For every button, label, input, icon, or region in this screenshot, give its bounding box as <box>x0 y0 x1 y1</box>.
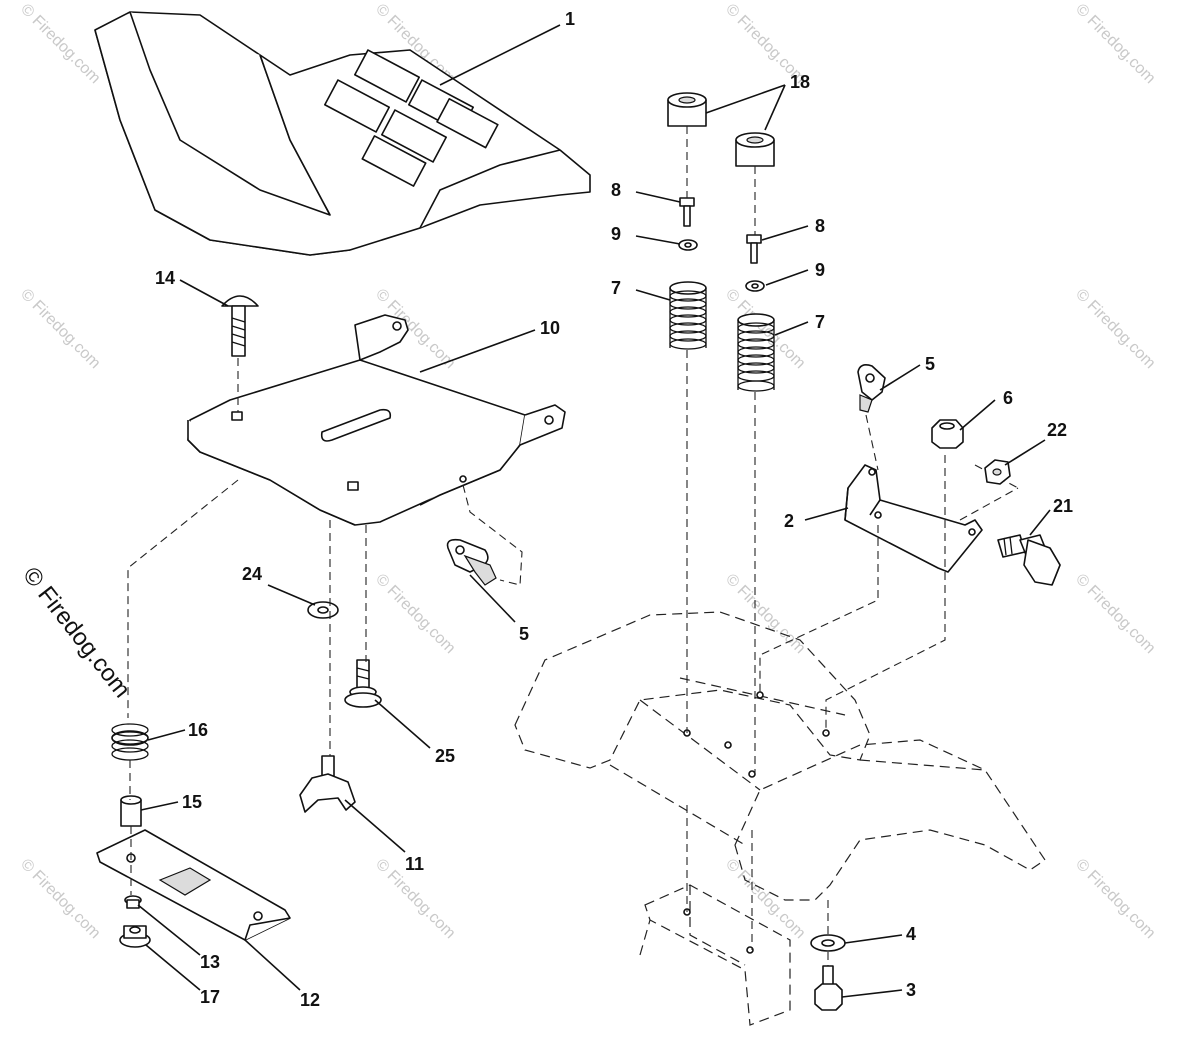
bracket-2 <box>844 464 983 573</box>
spring-7-right <box>737 313 775 392</box>
callout-12: 12 <box>300 990 320 1010</box>
flange-nut-17 <box>119 925 151 948</box>
callout-2: 2 <box>784 511 794 531</box>
spring-7-left <box>669 281 707 350</box>
washer-9-right <box>745 280 765 292</box>
watermark-tile: © Firedog.com <box>722 856 808 942</box>
callout-11: 11 <box>405 854 424 874</box>
watermark-tile: © Firedog.com <box>372 571 458 657</box>
callout-5-left: 5 <box>519 624 529 644</box>
bushing-15 <box>120 795 142 827</box>
knob-11 <box>299 755 356 813</box>
lock-nut-6 <box>931 419 964 449</box>
shoulder-bolt-25 <box>344 659 382 708</box>
watermark-main: © Firedog.com <box>17 562 135 703</box>
callout-6: 6 <box>1003 388 1013 408</box>
seat <box>94 11 591 256</box>
watermark-tile: © Firedog.com <box>1072 856 1158 942</box>
bracket-12 <box>96 829 291 941</box>
shoulder-bolt-21 <box>997 534 1061 586</box>
leader-lines <box>137 24 1051 998</box>
watermark-tile: © Firedog.com <box>722 571 808 657</box>
callout-15: 15 <box>182 792 202 812</box>
watermark-tile: © Firedog.com <box>722 286 808 372</box>
spacer-18-right <box>735 132 775 167</box>
washer-9-left <box>678 239 698 251</box>
callout-3: 3 <box>906 980 916 1000</box>
callout-18: 18 <box>790 72 810 92</box>
callout-13: 13 <box>200 952 220 972</box>
clip-5-left <box>446 538 497 586</box>
callout-21: 21 <box>1053 496 1073 516</box>
clip-5-right <box>857 364 886 413</box>
callout-10: 10 <box>540 318 560 338</box>
callout-9-right: 9 <box>815 260 825 280</box>
callout-8-right: 8 <box>815 216 825 236</box>
watermark-tile: © Firedog.com <box>17 286 103 372</box>
watermark-tile: © Firedog.com <box>1072 1 1158 87</box>
callout-labels: 1 18 8 8 9 9 7 7 14 10 5 6 22 2 21 24 5 … <box>155 9 1073 1010</box>
callout-1: 1 <box>565 9 575 29</box>
callout-4: 4 <box>906 924 916 944</box>
seat-plate <box>187 314 566 526</box>
nut-22 <box>984 459 1011 485</box>
callout-7-left: 7 <box>611 278 621 298</box>
callout-7-right: 7 <box>815 312 825 332</box>
bolt-3 <box>814 965 843 1011</box>
watermark-tile: © Firedog.com <box>17 1 103 87</box>
bolt-8-left <box>679 197 695 227</box>
watermark-tile: © Firedog.com <box>17 856 103 942</box>
callout-17: 17 <box>200 987 220 1007</box>
callout-5-right: 5 <box>925 354 935 374</box>
carriage-bolt-14 <box>221 295 259 357</box>
callout-8-left: 8 <box>611 180 621 200</box>
callout-16: 16 <box>188 720 208 740</box>
callout-24: 24 <box>242 564 262 584</box>
callout-9-left: 9 <box>611 224 621 244</box>
spring-16 <box>111 723 149 761</box>
callout-25: 25 <box>435 746 455 766</box>
frame-outline <box>514 611 1046 1026</box>
washer-4 <box>810 934 846 952</box>
callout-22: 22 <box>1047 420 1067 440</box>
watermark-tile: © Firedog.com <box>1072 286 1158 372</box>
bolt-8-right <box>746 234 762 264</box>
callout-14: 14 <box>155 268 175 288</box>
watermark-tile: © Firedog.com <box>1072 571 1158 657</box>
nut-13 <box>124 895 142 909</box>
spacer-18-left <box>667 92 707 127</box>
